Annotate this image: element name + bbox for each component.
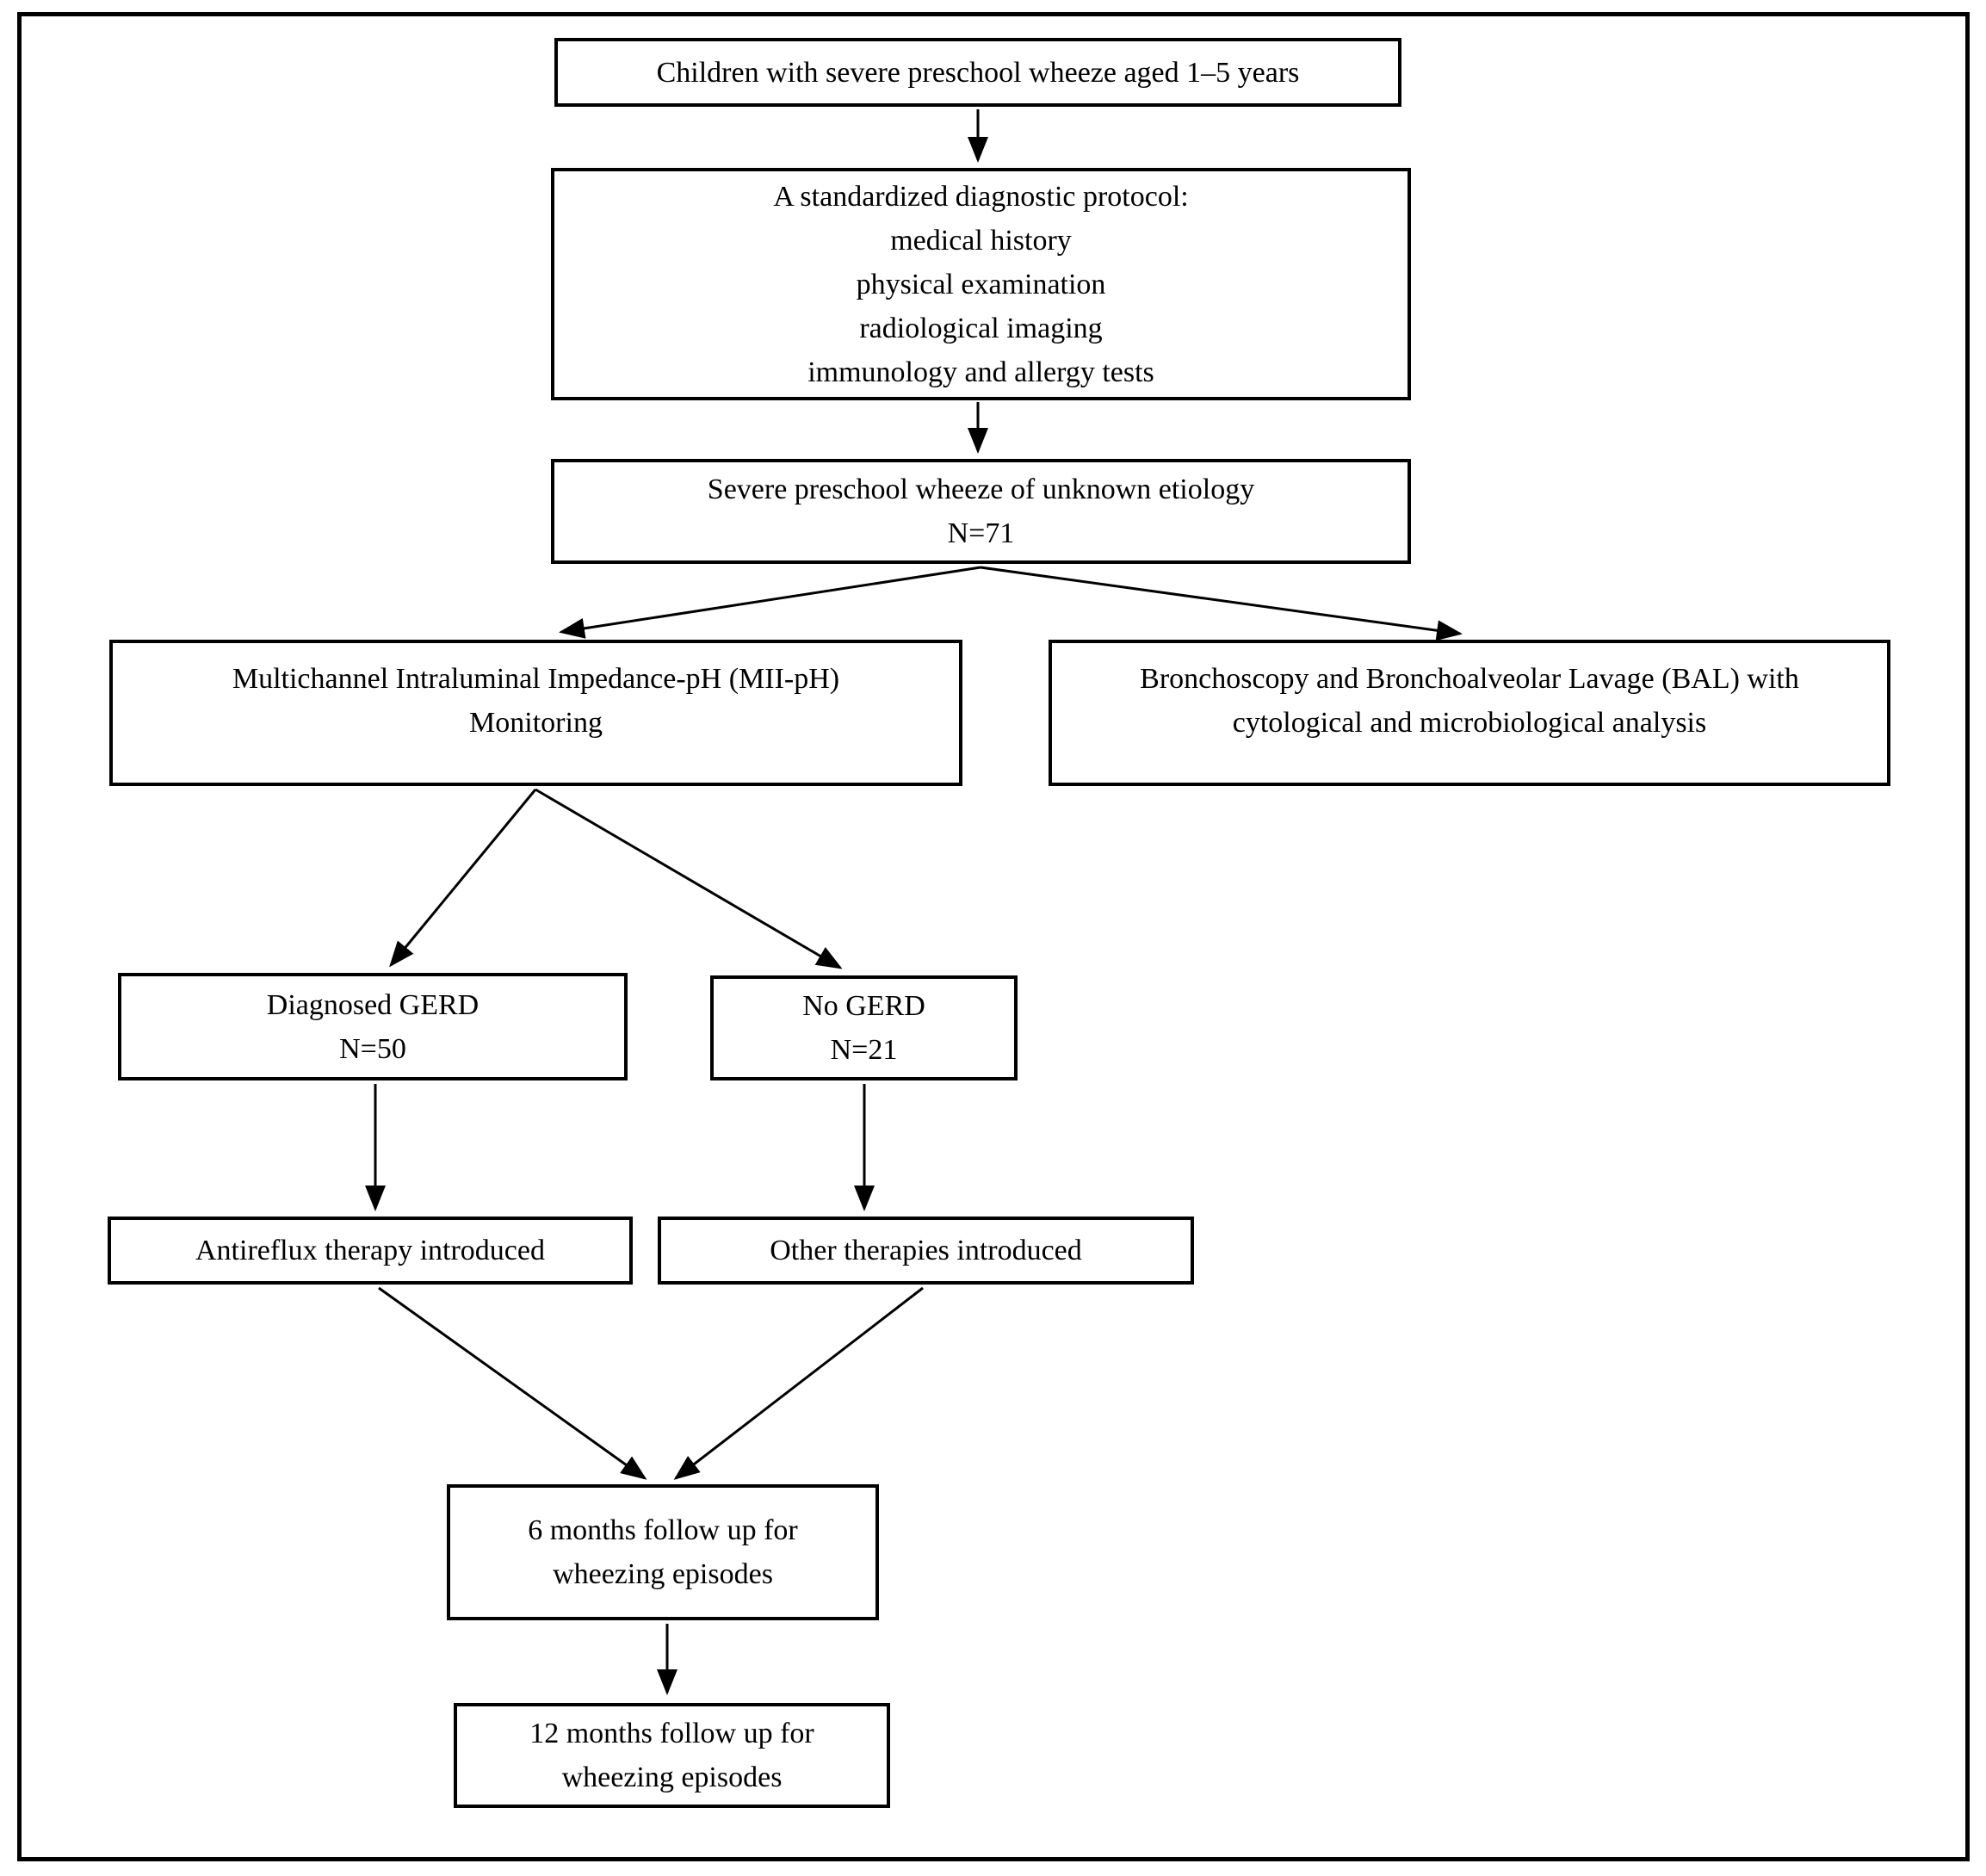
node-mii-ph-line-1: Multichannel Intraluminal Impedance-pH (… [232,663,840,695]
node-gerd: Diagnosed GERD N=50 [118,973,628,1080]
node-unknown-etiology-count: N=71 [947,517,1015,549]
node-antireflux-label: Antireflux therapy introduced [195,1235,545,1266]
node-population-label: Children with severe preschool wheeze ag… [656,56,1300,89]
node-followup6: 6 months follow up for wheezing episodes [447,1484,879,1620]
node-mii-ph: Multichannel Intraluminal Impedance-pH (… [109,640,962,786]
node-followup6-line-2: wheezing episodes [553,1558,773,1590]
node-mii-ph-line-2: Monitoring [469,707,603,739]
node-protocol-line-5: immunology and allergy tests [807,356,1154,388]
node-unknown-etiology: Severe preschool wheeze of unknown etiol… [551,459,1411,564]
node-followup12-line-2: wheezing episodes [561,1761,783,1793]
node-bronchoscopy-line-1: Bronchoscopy and Bronchoalveolar Lavage … [1140,663,1799,695]
node-protocol-line-4: radiological imaging [859,312,1103,344]
node-unknown-etiology-label: Severe preschool wheeze of unknown etiol… [707,474,1255,505]
node-gerd-label: Diagnosed GERD [266,988,479,1021]
node-antireflux: Antireflux therapy introduced [108,1217,633,1285]
node-protocol: A standardized diagnostic protocol: medi… [551,168,1411,400]
node-other-therapies-label: Other therapies introduced [770,1235,1082,1266]
node-no-gerd-label: No GERD [802,990,925,1022]
node-bronchoscopy: Bronchoscopy and Bronchoalveolar Lavage … [1049,640,1890,786]
node-no-gerd-count: N=21 [830,1034,898,1066]
node-followup12: 12 months follow up for wheezing episode… [454,1703,890,1808]
node-gerd-count: N=50 [339,1032,406,1065]
node-protocol-line-3: physical examination [856,268,1106,300]
node-protocol-line-2: medical history [890,224,1072,257]
node-followup12-line-1: 12 months follow up for [529,1718,814,1749]
node-bronchoscopy-line-2: cytological and microbiological analysis [1232,707,1707,739]
node-population: Children with severe preschool wheeze ag… [554,38,1401,107]
node-other-therapies: Other therapies introduced [658,1217,1194,1285]
node-followup6-line-1: 6 months follow up for [528,1514,798,1546]
node-no-gerd: No GERD N=21 [710,975,1018,1080]
node-protocol-line-1: A standardized diagnostic protocol: [773,180,1189,213]
